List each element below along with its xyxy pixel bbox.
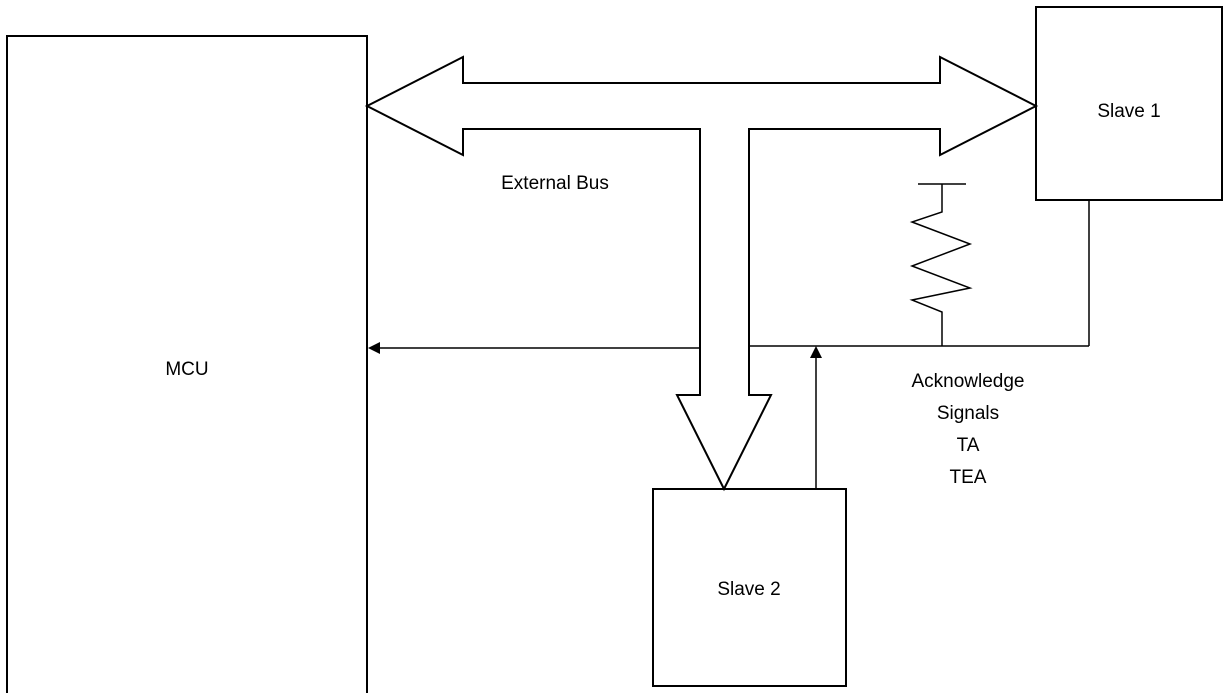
slave1-label: Slave 1 <box>1097 101 1160 122</box>
ack-label-line1: Acknowledge <box>911 371 1024 392</box>
mcu-block <box>6 35 368 693</box>
ack-arrowhead-mcu <box>368 342 380 354</box>
ack-label-line3: TA <box>957 435 980 456</box>
external-bus-arrow <box>364 55 1039 492</box>
slave1-block <box>1035 6 1223 201</box>
slave2-ack-arrowhead <box>810 346 822 358</box>
external-bus-label: External Bus <box>501 173 609 194</box>
slave2-label: Slave 2 <box>717 579 780 600</box>
pullup-resistor <box>909 183 973 346</box>
ack-label-line4: TEA <box>950 467 987 488</box>
mcu-label: MCU <box>165 359 208 380</box>
slave2-block <box>652 488 847 687</box>
ack-label-line2: Signals <box>937 403 999 424</box>
